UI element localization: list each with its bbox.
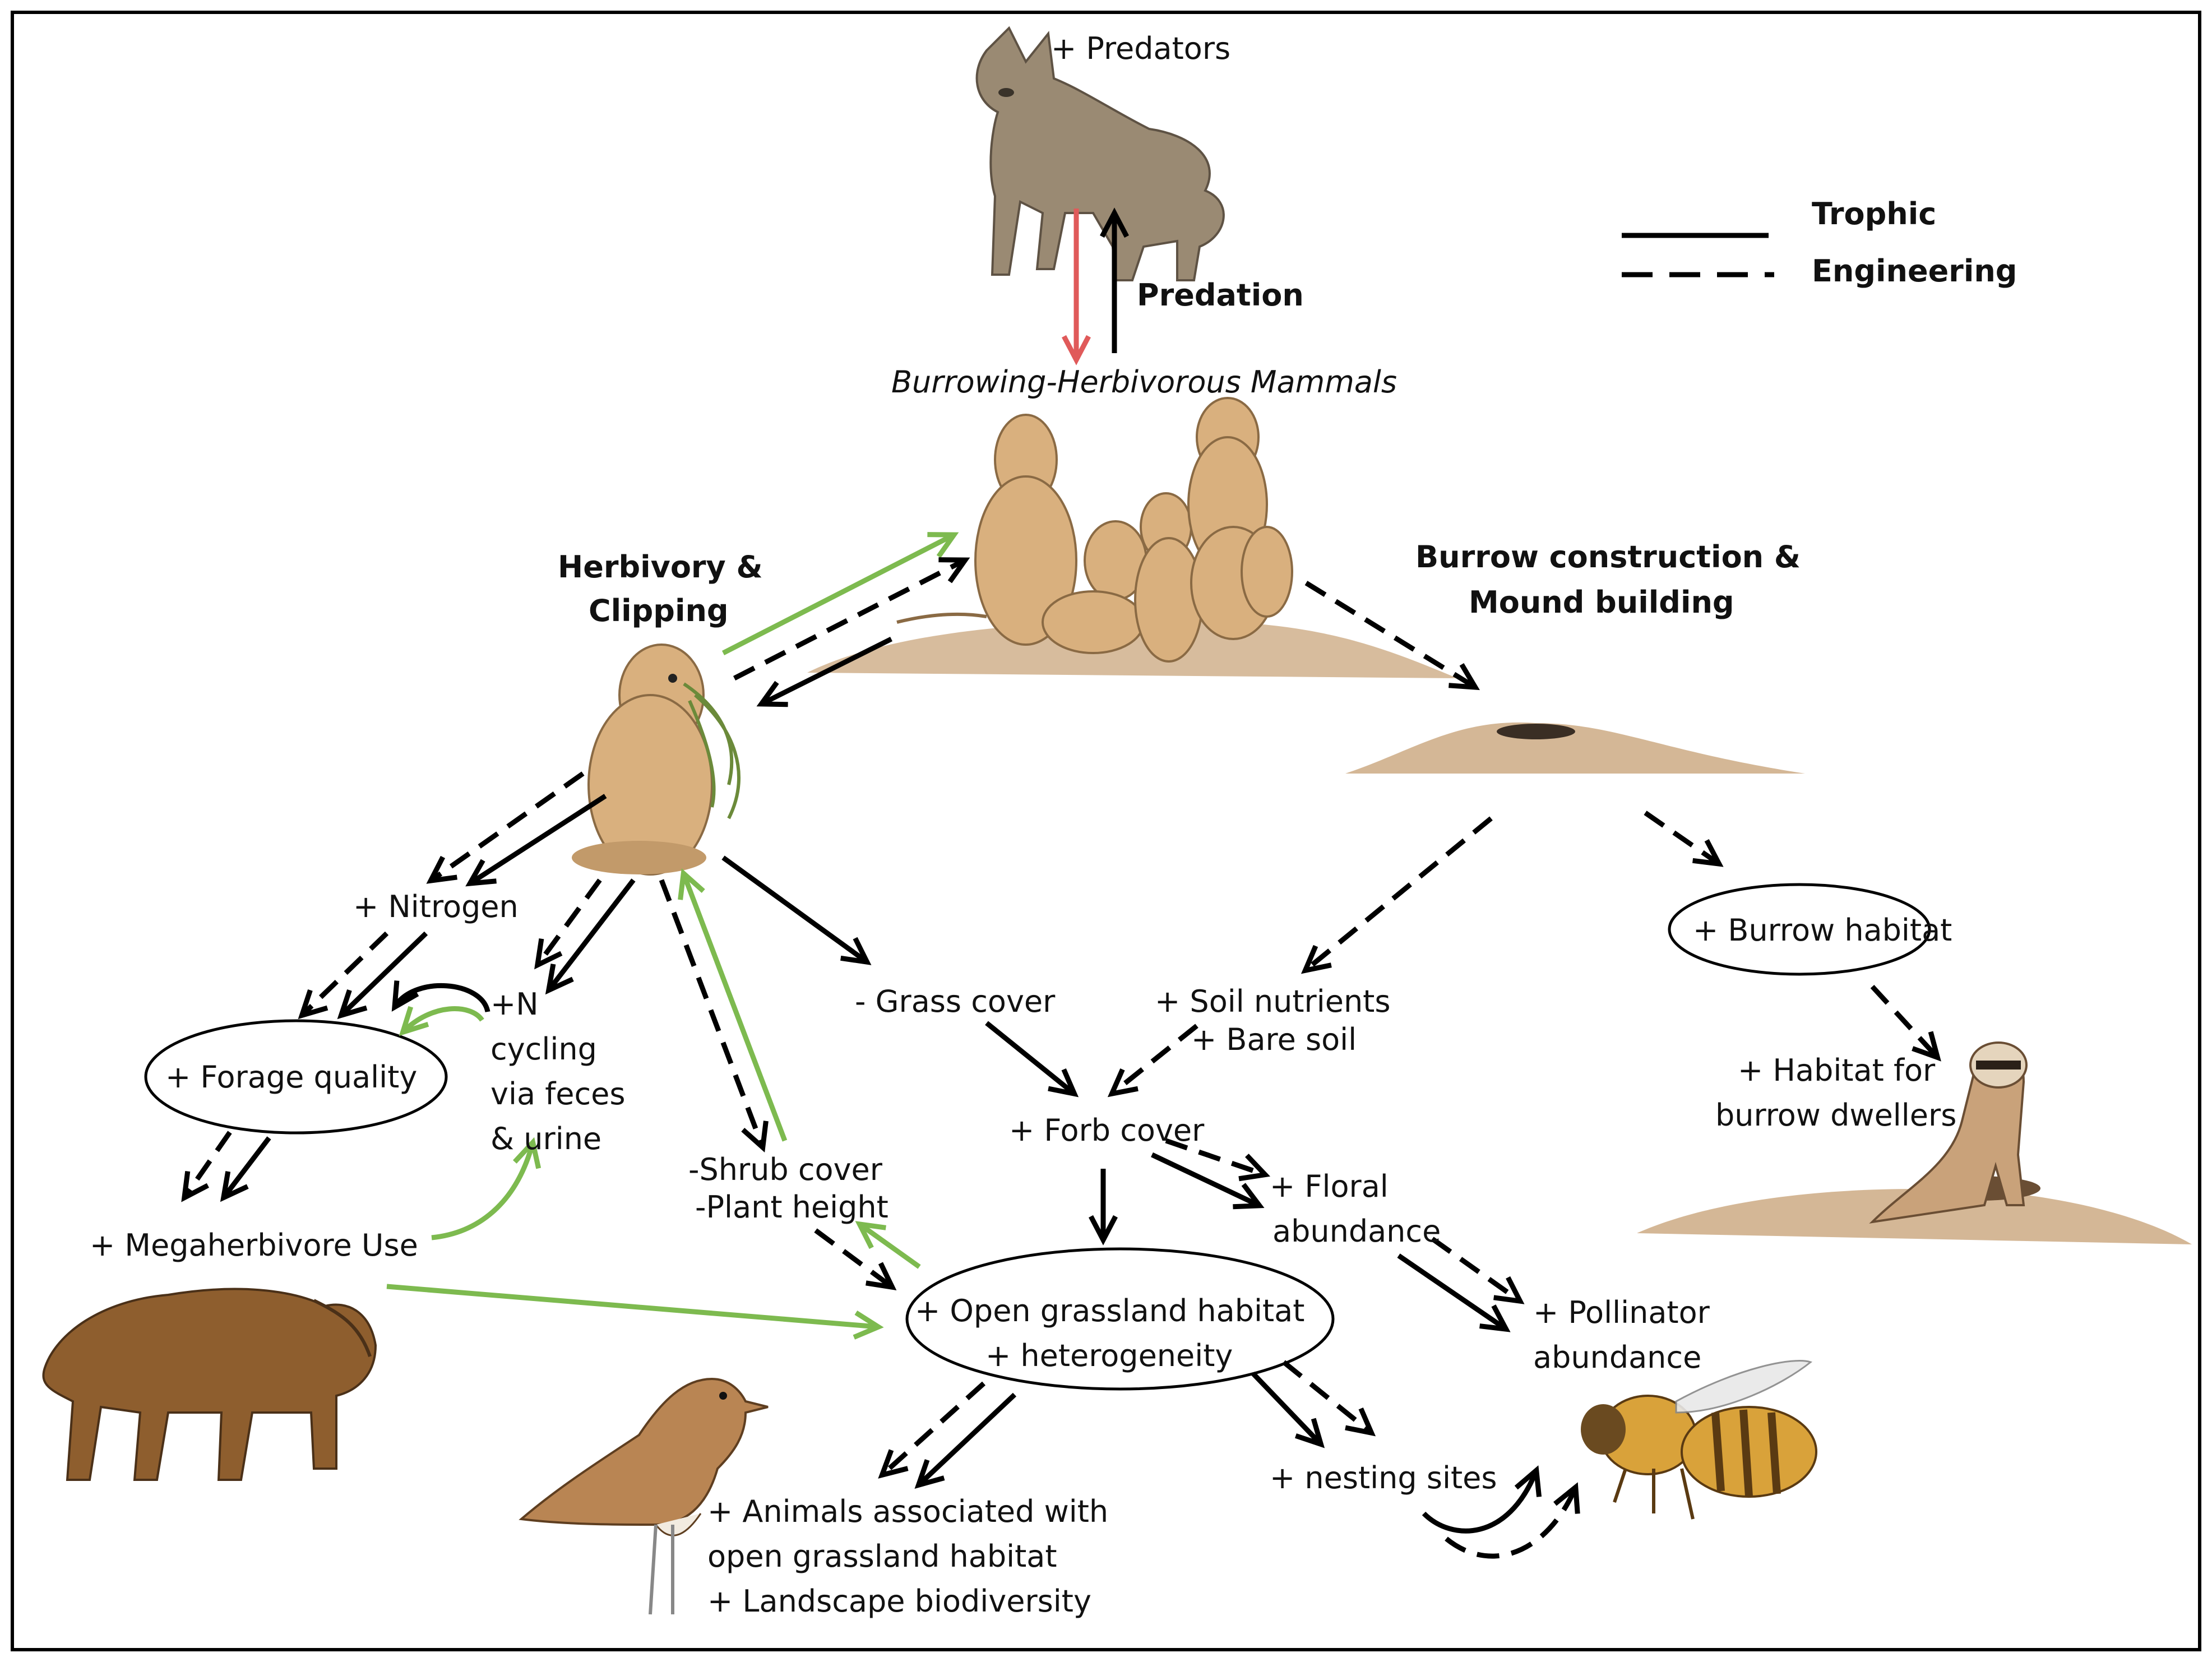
- arrow-forage-to-megaherbivore: [220, 1136, 271, 1202]
- legend-engineering-label: Engineering: [1812, 253, 2017, 289]
- arrow-grassland-to-animals-dashed: [878, 1381, 986, 1479]
- arrow-ncycling-to-forage: [391, 980, 490, 1013]
- label-burrowing-mammals: Burrowing-Herbivorous Mammals: [891, 364, 1397, 400]
- arrow-shrub-to-grassland-dashed: [814, 1228, 897, 1290]
- label-soil-nutrients: + Soil nutrients: [1155, 984, 1390, 1019]
- arrow-clipping-to-grass: [721, 855, 872, 965]
- arrow-forb-to-floral-dashed: [1165, 1138, 1271, 1182]
- arrow-clipping-to-ncycling-dashed: [534, 878, 602, 970]
- arrow-clipping-to-colony-green: [721, 532, 959, 656]
- label-animals-3: + Landscape biodiversity: [707, 1584, 1091, 1619]
- label-floral-1: + Floral: [1270, 1169, 1389, 1204]
- burrow-habitat-ellipse: [1668, 883, 1931, 976]
- arrow-forb-to-floral: [1151, 1152, 1265, 1210]
- arrow-burrow-habitat-to-dwellers-dashed: [1870, 984, 1941, 1062]
- arrow-ncycling-to-forage-green: [399, 1006, 484, 1036]
- prairie-dog-eating-illustration: [572, 643, 741, 876]
- label-habitat-burrow-1: + Habitat for: [1738, 1053, 1936, 1088]
- prairie-dog-colony-illustration: [807, 397, 1457, 678]
- coyote-illustration: [975, 26, 1225, 281]
- arrow-nitrogen-to-forage: [337, 931, 428, 1020]
- arrow-floral-to-pollinator-dashed: [1431, 1237, 1525, 1304]
- arrow-mound-to-burrow-habitat-dashed: [1644, 811, 1724, 867]
- label-nitrogen: + Nitrogen: [353, 889, 519, 924]
- arrow-grassland-to-nesting-dashed: [1282, 1360, 1376, 1437]
- burrow-mound-illustration: [1345, 722, 1805, 774]
- arrow-clipping-to-nitrogen-dashed: [426, 771, 585, 884]
- arrow-clipping-to-colony-dashed: [733, 557, 970, 681]
- arrow-megaherbivore-to-ncycling-green: [431, 1137, 542, 1240]
- arrow-grassland-to-shrub-green: [855, 1221, 921, 1269]
- label-ncycling-3: via feces: [490, 1076, 626, 1112]
- arrow-clipping-to-shrub-dashed: [659, 879, 769, 1152]
- label-nesting-sites: + nesting sites: [1270, 1460, 1497, 1496]
- black-footed-ferret-illustration: [1637, 1041, 2192, 1244]
- bison-illustration: [42, 1288, 377, 1481]
- arrow-colony-to-clipping: [756, 636, 893, 707]
- label-burrow-construction: Burrow construction &: [1415, 539, 1801, 575]
- label-megaherbivore-use: + Megaherbivore Use: [90, 1228, 418, 1263]
- label-ncycling-4: & urine: [490, 1121, 601, 1156]
- arrow-soil-to-forb-dashed: [1107, 1024, 1198, 1098]
- open-grassland-ellipse: [905, 1247, 1335, 1391]
- arrow-forage-to-megaherbivore-dashed: [181, 1131, 232, 1202]
- label-burrow-habitat: + Burrow habitat: [1693, 913, 1952, 948]
- arrow-nitrogen-to-forage-dashed: [298, 931, 389, 1020]
- label-predation: Predation: [1137, 277, 1304, 313]
- label-forb-cover: + Forb cover: [1009, 1113, 1205, 1148]
- legend: Trophic Engineering: [1622, 196, 2017, 289]
- arrow-grassland-to-animals: [914, 1392, 1017, 1489]
- label-ncycling-1: +N: [490, 987, 539, 1022]
- arrow-floral-to-pollinator: [1397, 1253, 1511, 1332]
- forage-quality-ellipse: [144, 1019, 448, 1135]
- label-herbivory: Herbivory &: [558, 549, 763, 585]
- label-clipping: Clipping: [589, 593, 729, 628]
- label-forage-quality: + Forage quality: [165, 1059, 417, 1095]
- honeybee-illustration: [1581, 1360, 1817, 1520]
- label-plant-height: -Plant height: [695, 1189, 888, 1225]
- label-grass-cover: - Grass cover: [855, 984, 1056, 1019]
- arrow-megaherbivore-to-grassland-green: [386, 1284, 884, 1340]
- arrow-shrub-to-clipping-green: [678, 868, 788, 1142]
- label-predators: + Predators: [1051, 31, 1230, 66]
- label-mound-building: Mound building: [1469, 585, 1734, 620]
- arrow-nesting-to-bee: [1422, 1465, 1542, 1534]
- label-floral-2: abundance: [1272, 1214, 1441, 1249]
- label-open-grassland-2: + heterogeneity: [985, 1338, 1233, 1373]
- mountain-plover-illustration: [519, 1377, 769, 1615]
- label-bare-soil: + Bare soil: [1191, 1022, 1357, 1057]
- label-ncycling-2: cycling: [490, 1031, 597, 1067]
- label-pollinator-1: + Pollinator: [1533, 1295, 1710, 1330]
- arrow-nesting-to-bee-dashed: [1445, 1482, 1580, 1559]
- arrow-mound-to-soil-dashed: [1301, 816, 1493, 974]
- label-pollinator-2: abundance: [1533, 1340, 1701, 1375]
- arrow-grass-to-forb: [985, 1021, 1079, 1098]
- label-shrub-cover: -Shrub cover: [688, 1152, 883, 1187]
- arrow-grassland-to-nesting: [1251, 1371, 1325, 1448]
- label-animals-1: + Animals associated with: [707, 1494, 1108, 1529]
- arrow-clipping-to-nitrogen: [465, 794, 607, 887]
- label-open-grassland-1: + Open grassland habitat: [915, 1293, 1304, 1328]
- label-habitat-burrow-2: burrow dwellers: [1715, 1098, 1956, 1133]
- diagram-frame: [11, 11, 2201, 1651]
- label-animals-2: open grassland habitat: [707, 1539, 1057, 1574]
- legend-trophic-label: Trophic: [1812, 196, 1936, 232]
- arrow-clipping-to-ncycling: [545, 878, 636, 995]
